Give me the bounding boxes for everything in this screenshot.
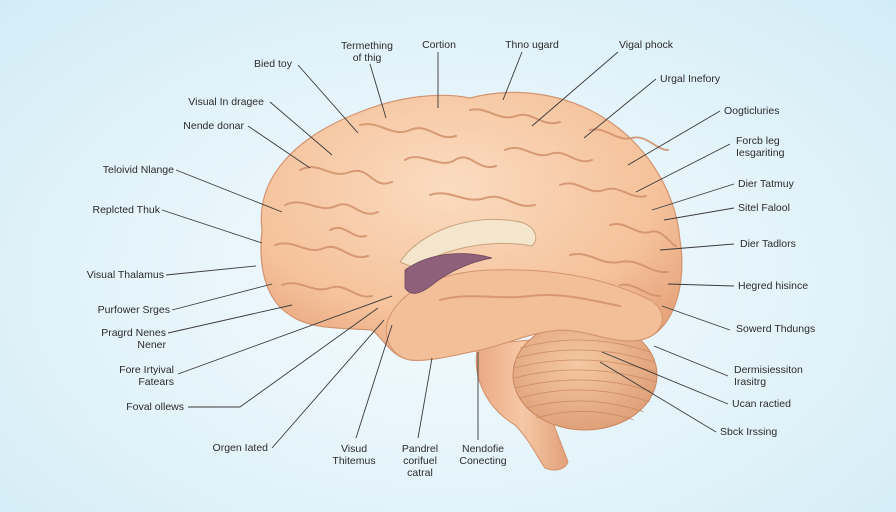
leader-line: [659, 243, 735, 251]
leader-line: [653, 345, 729, 377]
label-right-7: Hegred hisince: [738, 280, 809, 292]
label-bottom-3: Nendofie Conecting: [459, 443, 507, 467]
label-left-9: Fore Irtyival Fatears: [119, 364, 174, 388]
lateral-ventricle: [404, 253, 493, 294]
leader-line: [601, 351, 729, 405]
label-left-8: Pragrd Nenes Nener: [101, 327, 166, 351]
label-left-6: Visual Thalamus: [86, 269, 164, 281]
leader-line: [663, 207, 735, 221]
label-left-7: Purfower Srges: [97, 304, 170, 316]
label-right-3: Forcb leg Iesgariting: [736, 135, 785, 159]
label-right-6: Dier Tadlors: [740, 238, 796, 250]
cerebellum: [512, 319, 658, 431]
label-right-8: Sowerd Thdungs: [736, 323, 816, 335]
label-top-3: Thno ugard: [505, 39, 559, 51]
leader-line: [599, 361, 717, 433]
label-right-10: Ucan ractied: [732, 398, 791, 410]
label-top-2: Cortion: [422, 39, 456, 51]
label-left-5: Replcted Thuk: [92, 204, 160, 216]
leader-line: [661, 305, 731, 331]
label-right-2: Oogticluries: [724, 105, 780, 117]
label-left-2: Visual In dragee: [188, 96, 264, 108]
label-bottom-2: Pandrel corifuel catral: [401, 443, 439, 479]
leader-line: [269, 101, 333, 156]
leader-line: [161, 209, 263, 244]
leader-line: [667, 283, 735, 287]
leader-line: [177, 295, 393, 375]
label-left-11: Orgen Iated: [212, 442, 268, 454]
leader-line: [531, 51, 619, 127]
cortical-folds: [274, 108, 677, 307]
label-top-4: Vigal phock: [618, 39, 674, 51]
leader-lines: [161, 51, 735, 449]
leader-line: [627, 110, 721, 166]
label-right-4: Dier Tatmuy: [738, 178, 794, 190]
label-right-11: Sbck Irssing: [720, 426, 778, 438]
leader-line: [247, 125, 311, 169]
leader-line: [635, 143, 731, 193]
leader-line: [165, 265, 257, 276]
label-left-10: Foval ollews: [126, 401, 184, 413]
leader-line: [355, 324, 393, 439]
corpus-callosum: [399, 218, 537, 269]
label-top-1: Termething of thig: [341, 40, 393, 64]
label-right-9: Dermisiessiton Irasitrg: [734, 364, 803, 388]
leader-line: [297, 64, 359, 134]
leader-line: [417, 357, 433, 439]
label-right-5: Sitel Falool: [738, 202, 790, 214]
leader-line: [171, 283, 273, 311]
label-left-4: Teloivid Nlange: [102, 164, 174, 176]
leader-line: [583, 78, 657, 139]
leader-line: [651, 183, 735, 211]
label-bottom-1: Visud Thitemus: [332, 443, 376, 467]
leader-line: [175, 169, 283, 213]
leader-line: [167, 304, 293, 334]
leader-line: [239, 307, 379, 408]
leader-line: [271, 319, 385, 449]
leader-line: [369, 63, 387, 119]
label-left-3: Nende donar: [183, 120, 244, 132]
label-right-1: Urgal Inefory: [660, 73, 721, 85]
label-left-1: Bied toy: [254, 58, 292, 70]
temporal-lobe: [385, 269, 663, 361]
leader-line: [502, 51, 523, 101]
